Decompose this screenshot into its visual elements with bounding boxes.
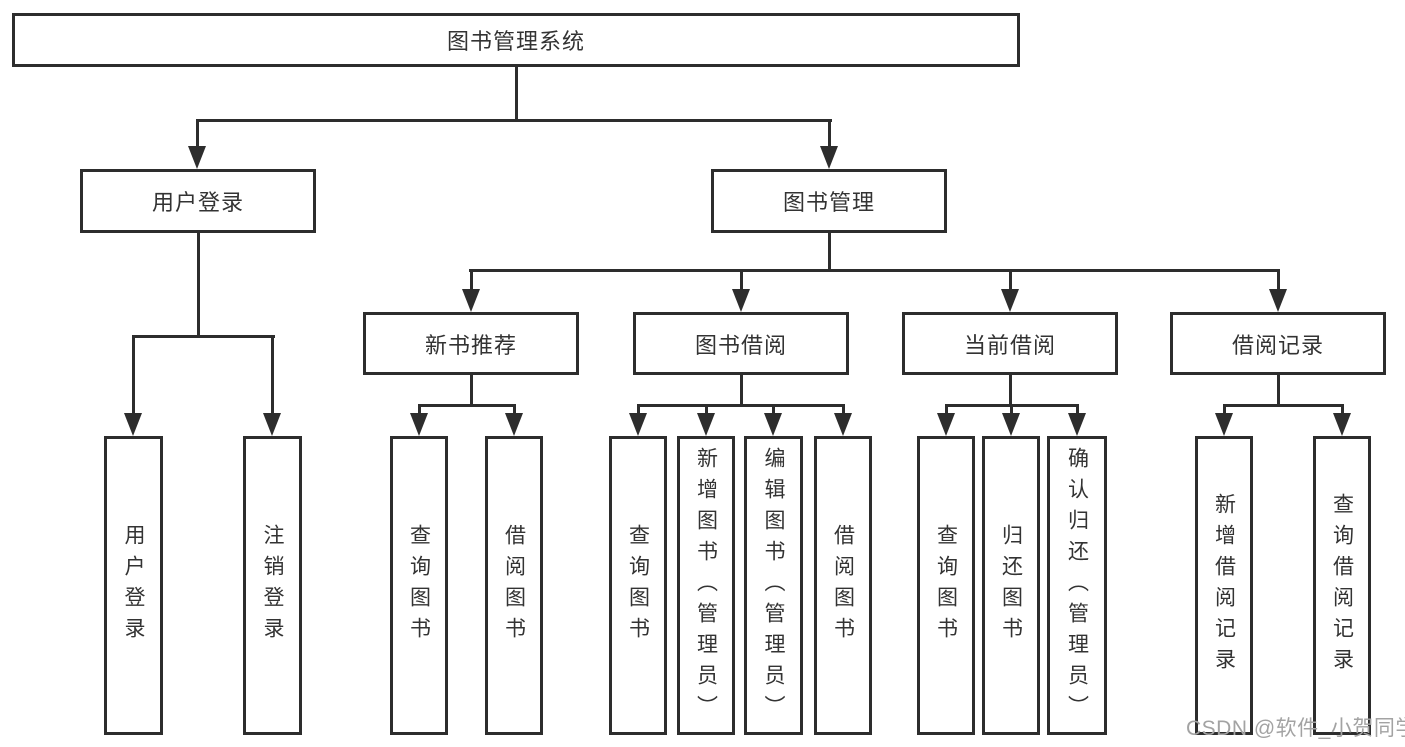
leaf-search-books-borrowing: 查询图书	[609, 436, 667, 735]
leaf-edit-books-admin-label: 编辑图书（管理员）	[762, 447, 785, 726]
arrow-down-icon	[1333, 413, 1351, 436]
connector-newbook-stub-2	[513, 406, 516, 414]
arrow-down-icon	[820, 146, 838, 169]
connector-records-stem	[1277, 373, 1280, 407]
connector-bookmgmt-stub-2	[740, 271, 743, 289]
node-new-book-recommend-label: 新书推荐	[424, 332, 517, 358]
arrow-down-icon	[410, 413, 428, 436]
connector-userlogin-hline	[132, 335, 275, 338]
connector-records-hline	[1223, 404, 1344, 407]
connector-current-stub-2	[1010, 406, 1013, 414]
arrow-down-icon	[764, 413, 782, 436]
leaf-user-login: 用户登录	[104, 436, 163, 735]
node-user-login-label: 用户登录	[151, 190, 244, 215]
csdn-watermark: CSDN @软件_小贺同学	[1186, 717, 1405, 740]
leaf-logout: 注销登录	[243, 436, 302, 735]
connector-root-hline	[196, 119, 832, 122]
arrow-down-icon	[462, 289, 480, 312]
connector-bookmgmt-hline	[469, 269, 1280, 272]
leaf-borrow-books: 借阅图书	[814, 436, 872, 735]
connector-newbook-hline	[418, 404, 516, 407]
connector-bookmgmt-stub-4	[1277, 271, 1280, 289]
node-root: 图书管理系统	[12, 13, 1020, 67]
arrow-down-icon	[1215, 413, 1233, 436]
connector-root-stub-right	[828, 121, 831, 147]
leaf-add-borrow-record: 新增借阅记录	[1195, 436, 1253, 735]
connector-current-hline	[945, 404, 1079, 407]
arrow-down-icon	[1269, 289, 1287, 312]
leaf-return-books: 归还图书	[982, 436, 1040, 735]
connector-borrowing-stub-2	[705, 406, 708, 414]
leaf-search-books-recommend: 查询图书	[390, 436, 448, 735]
arrow-down-icon	[732, 289, 750, 312]
arrow-down-icon	[1001, 289, 1019, 312]
connector-bookmgmt-stub-1	[470, 271, 473, 289]
leaf-borrow-books-label: 借阅图书	[831, 523, 855, 648]
node-borrow-records-label: 借阅记录	[1231, 332, 1324, 358]
leaf-confirm-return-admin-label: 确认归还（管理员）	[1065, 447, 1089, 726]
leaf-add-books-admin-label: 新增图书（管理员）	[694, 447, 718, 726]
leaf-borrow-books-recommend: 借阅图书	[485, 436, 543, 735]
connector-current-stub-3	[1076, 406, 1079, 414]
connector-current-stub-1	[945, 406, 948, 414]
arrow-down-icon	[1068, 413, 1086, 436]
arrow-down-icon	[124, 413, 142, 436]
connector-records-stub-2	[1341, 406, 1344, 414]
connector-userlogin-stub-2	[271, 337, 274, 413]
arrow-down-icon	[263, 413, 281, 436]
arrow-down-icon	[505, 413, 523, 436]
node-new-book-recommend: 新书推荐	[363, 312, 579, 375]
connector-current-stem	[1009, 373, 1012, 407]
arrow-down-icon	[697, 413, 715, 436]
connector-borrowing-hline	[637, 404, 845, 407]
arrow-down-icon	[188, 146, 206, 169]
arrow-down-icon	[834, 413, 852, 436]
leaf-search-borrow-record: 查询借阅记录	[1313, 436, 1371, 735]
node-current-borrowing-label: 当前借阅	[963, 332, 1056, 358]
node-root-label: 图书管理系统	[446, 29, 585, 54]
connector-bookmgmt-stem	[828, 231, 831, 272]
node-borrow-records: 借阅记录	[1170, 312, 1386, 375]
connector-root-stem	[515, 66, 518, 121]
leaf-search-books-current-label: 查询图书	[934, 523, 958, 648]
connector-borrowing-stub-3	[772, 406, 775, 414]
leaf-add-books-admin: 新增图书（管理员）	[677, 436, 735, 735]
leaf-user-login-label: 用户登录	[122, 523, 145, 648]
leaf-search-borrow-record-label: 查询借阅记录	[1330, 492, 1354, 679]
leaf-confirm-return-admin: 确认归还（管理员）	[1047, 436, 1107, 735]
node-book-management-label: 图书管理	[782, 190, 875, 215]
arrow-down-icon	[1002, 413, 1020, 436]
arrow-down-icon	[937, 413, 955, 436]
leaf-logout-label: 注销登录	[261, 523, 284, 648]
leaf-search-books-current: 查询图书	[917, 436, 975, 735]
connector-newbook-stem	[470, 373, 473, 407]
node-current-borrowing: 当前借阅	[902, 312, 1118, 375]
leaf-borrow-books-recommend-label: 借阅图书	[502, 523, 526, 648]
leaf-search-books-recommend-label: 查询图书	[407, 523, 431, 648]
connector-borrowing-stub-4	[842, 406, 845, 414]
connector-root-stub-left	[196, 121, 199, 147]
connector-borrowing-stem	[740, 373, 743, 407]
leaf-search-books-borrowing-label: 查询图书	[626, 523, 650, 648]
connector-userlogin-stem	[197, 231, 200, 337]
connector-bookmgmt-stub-3	[1009, 271, 1012, 289]
leaf-add-borrow-record-label: 新增借阅记录	[1212, 492, 1236, 679]
leaf-edit-books-admin: 编辑图书（管理员）	[744, 436, 803, 735]
connector-userlogin-stub-1	[132, 337, 135, 413]
node-book-management: 图书管理	[711, 169, 947, 233]
node-book-borrowing-label: 图书借阅	[694, 332, 787, 358]
node-book-borrowing: 图书借阅	[633, 312, 849, 375]
node-user-login: 用户登录	[80, 169, 316, 233]
connector-newbook-stub-1	[418, 406, 421, 414]
leaf-return-books-label: 归还图书	[999, 523, 1023, 648]
connector-borrowing-stub-1	[637, 406, 640, 414]
connector-records-stub-1	[1223, 406, 1226, 414]
arrow-down-icon	[629, 413, 647, 436]
